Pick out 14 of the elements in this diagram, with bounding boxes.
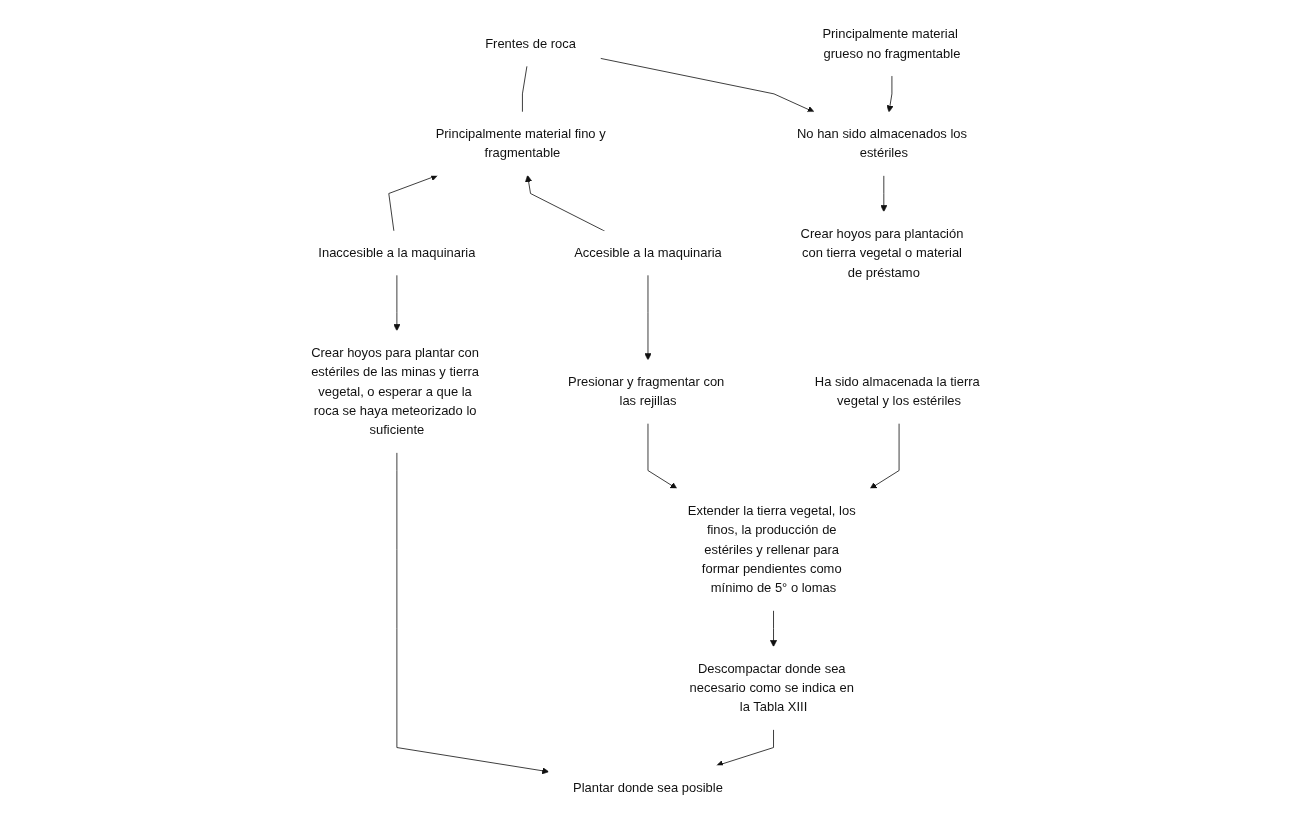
node-text: Accesible a la maquinaria <box>574 245 722 260</box>
node-text: Principalmente material grueso no fragmentable <box>822 26 961 60</box>
node-text: Crear hoyos para plantación con tierra vegetal o material de préstamo <box>800 225 964 279</box>
node-text: No han sido almacenados los estériles <box>797 126 968 160</box>
node-text: Crear hoyos para plantar con estériles de las minas y tierra vegetal, o esperar a que la roca se haya meteorizado lo suficiente <box>311 344 480 437</box>
node-text: Ha sido almacenada la tierra vegetal y los estériles <box>814 374 980 408</box>
node-text: Presionar y fragmentar con las rejillas <box>568 374 725 408</box>
node-text: Principalmente material fino y fragmentable <box>435 126 606 160</box>
node-text: Inaccesible a la maquinaria <box>318 245 476 260</box>
connector <box>522 65 528 112</box>
node-text: Descompactar donde sea necesario como se indica en la Tabla XIII <box>689 660 854 714</box>
node-text: Extender la tierra vegetal, los finos, la producción de estériles y rellenar para formar pendientes como mínimo de 5° o lomas <box>687 502 856 595</box>
node-text: Plantar donde sea posible <box>573 779 723 794</box>
node-text: Frentes de roca <box>485 36 576 51</box>
